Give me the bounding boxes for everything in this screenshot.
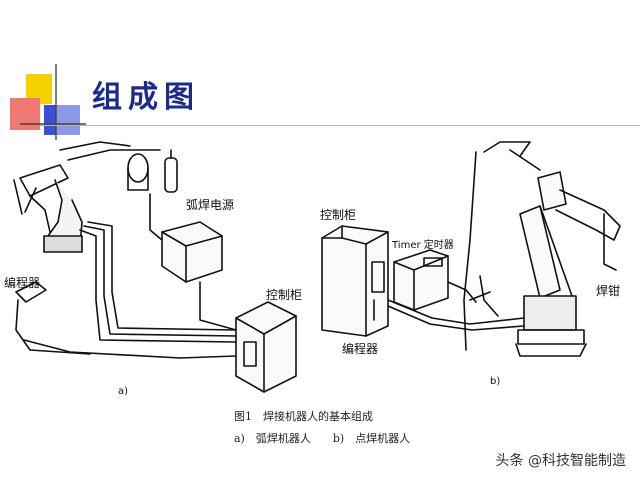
spot-cables [387, 149, 541, 331]
arc-power-source [161, 221, 223, 283]
figure-subcaption: a) 弧焊机器人 b) 点焊机器人 [234, 432, 411, 445]
label-spot-welding-gun: 焊钳 [596, 284, 621, 298]
arc-robot-arm [13, 164, 83, 253]
arc-controller-cabinet [235, 301, 297, 393]
label-spot-controller: 控制柜 [320, 208, 357, 222]
spot-controller-cabinet [321, 225, 389, 337]
source-watermark: 头条 @科技智能制造 [495, 453, 626, 469]
label-sub-a: a) [118, 386, 129, 397]
page-title: 组成图 [92, 80, 200, 115]
label-arc-power-source: 弧焊电源 [186, 198, 235, 212]
arc-programmer-pendant [15, 281, 91, 355]
label-arc-programmer: 编程器 [4, 276, 41, 290]
spot-robot-arm [463, 141, 621, 357]
spot-timer-box [393, 249, 449, 311]
label-spot-timer: Timer 定时器 [392, 240, 454, 251]
arc-cables [23, 141, 237, 359]
label-arc-controller: 控制柜 [266, 288, 303, 302]
label-sub-b: b) [490, 376, 501, 387]
deco-blue-fade [56, 105, 80, 135]
label-spot-programmer: 编程器 [342, 342, 379, 356]
title-underline [40, 125, 640, 126]
figure-caption: 图1 焊接机器人的基本组成 [234, 410, 373, 423]
wire-feeder-reel [127, 149, 178, 193]
